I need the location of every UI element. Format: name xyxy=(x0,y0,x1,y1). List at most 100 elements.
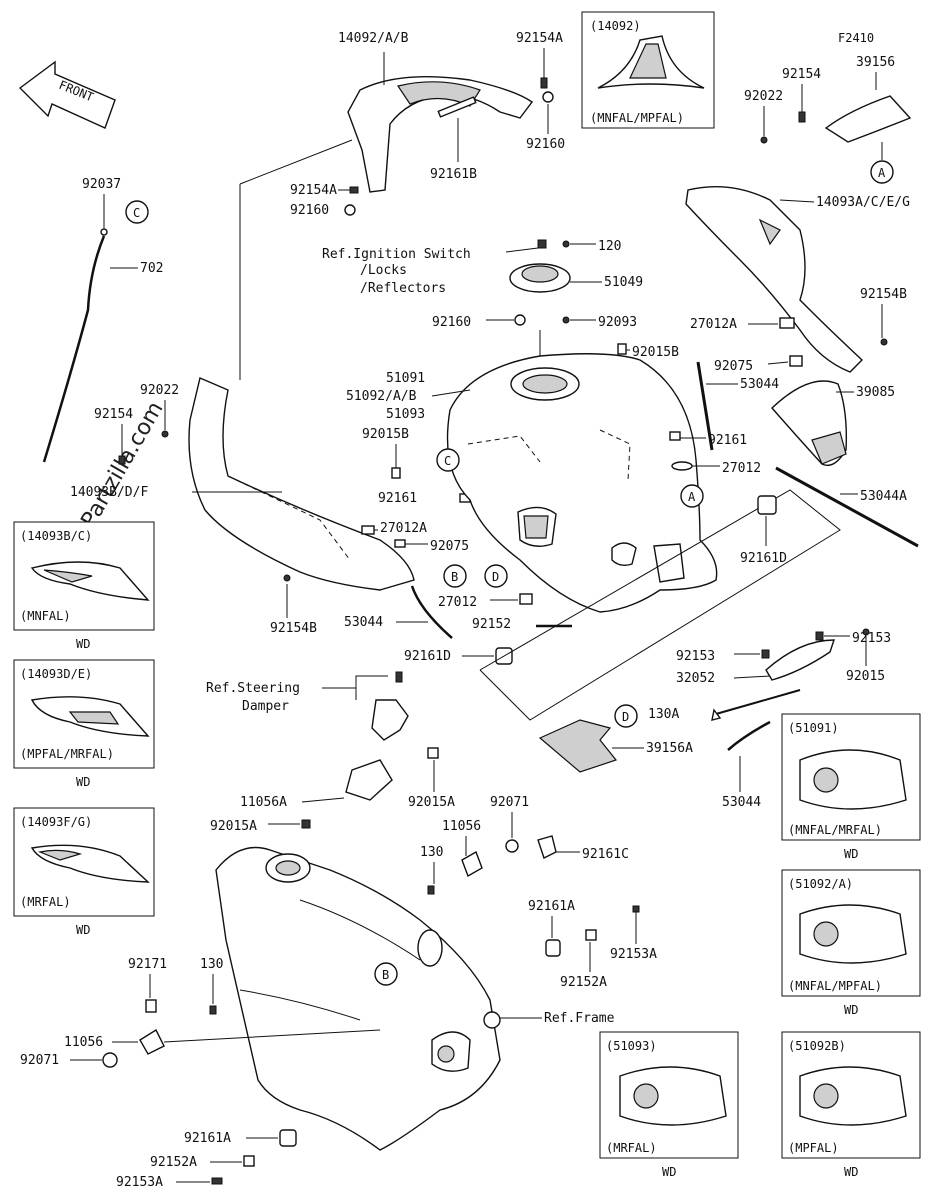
label-92152: 92152 xyxy=(472,617,511,632)
sticker-part xyxy=(538,719,618,773)
label-92161A-bottom: 92161A xyxy=(184,1131,231,1146)
inset-14093DE-variant: (MPFAL/MRFAL) xyxy=(20,747,114,761)
label-14093BDF: 14093B/D/F xyxy=(70,485,148,500)
inset-14093BC-title: (14093B/C) xyxy=(20,529,92,543)
label-130-left: 130 xyxy=(200,957,223,972)
inset-51093-note: WD xyxy=(662,1165,676,1179)
inset-14093DE: (14093D/E) (MPFAL/MRFAL) WD xyxy=(13,659,155,789)
label-92015A-b: 92015A xyxy=(408,795,455,810)
inset-14093FG: (14093F/G) (MRFAL) WD xyxy=(13,807,155,937)
label-32052: 32052 xyxy=(676,671,715,686)
label-92015B-left: 92015B xyxy=(362,427,409,442)
callout-d-tank: D xyxy=(492,570,499,584)
label-120: 120 xyxy=(598,239,621,254)
inset-14093FG-note: WD xyxy=(76,923,90,937)
label-92161A-top: 92161A xyxy=(528,899,575,914)
inset-51092A-variant: (MNFAL/MPFAL) xyxy=(788,979,882,993)
inset-51092A-title: (51092/A) xyxy=(788,877,853,891)
label-92161D-right: 92161D xyxy=(740,551,787,566)
inset-51092A-note: WD xyxy=(844,1003,858,1017)
label-53044A: 53044A xyxy=(860,489,907,504)
callout-c-left: C xyxy=(133,206,140,220)
label-92160-cap: 92160 xyxy=(432,315,471,330)
inset-51092A: (51092/A) (MNFAL/MPFAL) WD xyxy=(781,869,921,1017)
callout-b-frame: B xyxy=(382,968,389,982)
label-92015: 92015 xyxy=(846,669,885,684)
label-92154A-top: 92154A xyxy=(516,31,563,46)
label-14093ACEG: 14093A/C/E/G xyxy=(816,195,910,210)
label-92161B: 92161B xyxy=(430,167,477,182)
inset-51091-note: WD xyxy=(844,847,858,861)
label-92037: 92037 xyxy=(82,177,121,192)
steering-bracket-part xyxy=(345,671,409,801)
label-53044-mid: 53044 xyxy=(740,377,779,392)
inset-14093BC: (14093B/C) (MNFAL) WD xyxy=(13,521,155,651)
inset-51092B-title: (51092B) xyxy=(788,1039,846,1053)
label-92071-top: 92071 xyxy=(490,795,529,810)
diagram-code: F2410 xyxy=(838,31,874,45)
label-92161-right: 92161 xyxy=(708,433,747,448)
label-92160-mid: 92160 xyxy=(290,203,329,218)
label-92154B-left: 92154B xyxy=(270,621,317,636)
label-53044-bottom: 53044 xyxy=(722,795,761,810)
ref-ignition-line1: Ref.Ignition Switch xyxy=(322,247,471,262)
callout-a-right: A xyxy=(878,166,886,180)
label-27012-right: 27012 xyxy=(722,461,761,476)
label-51091: 51091 xyxy=(386,371,425,386)
label-27012A-right: 27012A xyxy=(690,317,737,332)
label-27012-bottom: 27012 xyxy=(438,595,477,610)
label-11056-left: 11056 xyxy=(64,1035,103,1050)
frame-part xyxy=(215,846,501,1151)
left-side-cover-part xyxy=(188,377,415,591)
inset-51093: (51093) (MRFAL) WD xyxy=(599,1031,739,1179)
bracket-part xyxy=(765,639,835,681)
label-39085: 39085 xyxy=(856,385,895,400)
label-92161-left: 92161 xyxy=(378,491,417,506)
label-14092AB: 14092/A/B xyxy=(338,31,409,46)
upper-cowl-part xyxy=(347,75,533,193)
label-92015B-top: 92015B xyxy=(632,345,679,360)
inset-14092-title: (14092) xyxy=(590,19,641,33)
right-side-cover-part xyxy=(685,186,864,373)
label-11056A: 11056A xyxy=(240,795,287,810)
label-92154A-mid: 92154A xyxy=(290,183,337,198)
inset-14093DE-title: (14093D/E) xyxy=(20,667,92,681)
label-92161C: 92161C xyxy=(582,847,629,862)
ref-steering-line2: Damper xyxy=(242,699,289,714)
label-51092AB: 51092/A/B xyxy=(346,389,417,404)
label-92160-top: 92160 xyxy=(526,137,565,152)
inset-14093FG-title: (14093F/G) xyxy=(20,815,92,829)
label-92171: 92171 xyxy=(128,957,167,972)
label-92152A-bottom: 92152A xyxy=(150,1155,197,1170)
label-92154-left: 92154 xyxy=(94,407,133,422)
inset-14093BC-variant: (MNFAL) xyxy=(20,609,71,623)
ref-ignition-line2: /Locks xyxy=(360,263,407,278)
label-92161D-left: 92161D xyxy=(404,649,451,664)
label-92093: 92093 xyxy=(598,315,637,330)
callout-a-tank: A xyxy=(688,490,696,504)
inset-14092: (14092) (MNFAL/MPFAL) xyxy=(581,11,715,129)
label-11056-top: 11056 xyxy=(442,819,481,834)
label-92154B-right: 92154B xyxy=(860,287,907,302)
label-92075-right: 92075 xyxy=(714,359,753,374)
inset-51091-variant: (MNFAL/MRFAL) xyxy=(788,823,882,837)
inset-14093FG-variant: (MRFAL) xyxy=(20,895,71,909)
label-92075-left: 92075 xyxy=(430,539,469,554)
label-92015A-a: 92015A xyxy=(210,819,257,834)
inset-14093BC-note: WD xyxy=(76,637,90,651)
fuel-tank-part xyxy=(446,353,718,613)
inset-51092B-variant: (MPFAL) xyxy=(788,1141,839,1155)
inset-14093DE-note: WD xyxy=(76,775,90,789)
ref-steering-line1: Ref.Steering xyxy=(206,681,300,696)
callout-c-tank: C xyxy=(444,454,451,468)
label-39156: 39156 xyxy=(856,55,895,70)
label-92153A-bottom: 92153A xyxy=(116,1175,163,1190)
inset-51093-variant: (MRFAL) xyxy=(606,1141,657,1155)
ref-ignition-line3: /Reflectors xyxy=(360,281,446,296)
label-51049: 51049 xyxy=(604,275,643,290)
label-39156A: 39156A xyxy=(646,741,693,756)
label-92022-right: 92022 xyxy=(744,89,783,104)
inset-51091: (51091) (MNFAL/MRFAL) WD xyxy=(781,713,921,861)
label-92154-right: 92154 xyxy=(782,67,821,82)
